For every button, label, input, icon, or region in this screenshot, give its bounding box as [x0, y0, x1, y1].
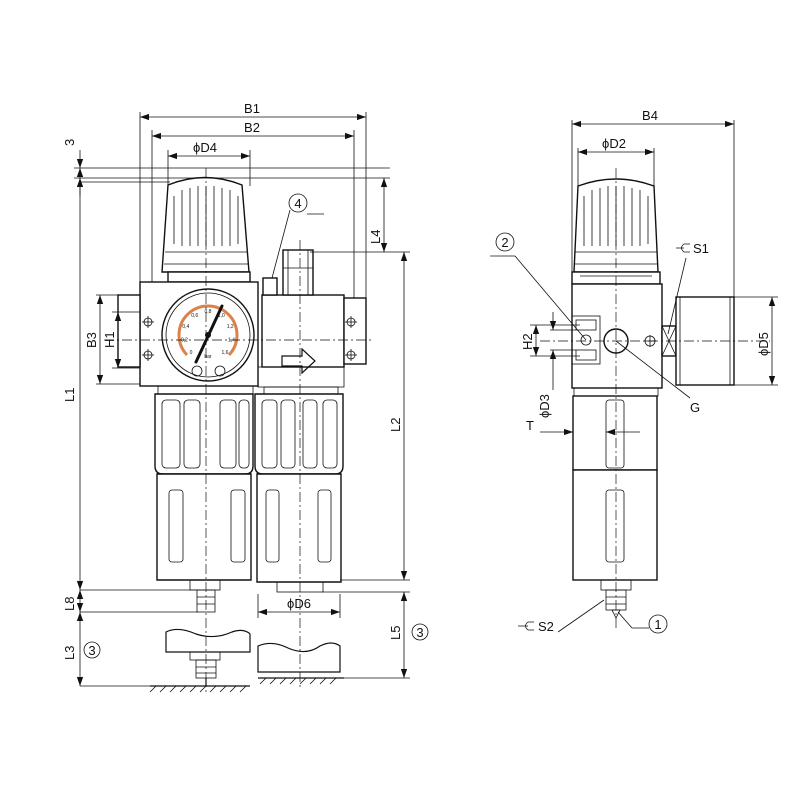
gauge-tick-label: 1,0: [218, 313, 225, 319]
side-body: [571, 283, 735, 397]
wrench-icon: [676, 243, 690, 253]
gauge-tick-label: 1,4: [228, 338, 235, 344]
dim-label-b2: B2: [244, 120, 260, 135]
wrench-icon: [518, 621, 534, 631]
gauge-tick-label: 0,8: [205, 309, 212, 315]
wrench-s1: S1: [667, 241, 709, 335]
dim-label-l3: L3: [62, 646, 77, 660]
gauge-tick-label: 0: [190, 350, 193, 356]
svg-text:4: 4: [294, 196, 301, 211]
dim-label-d2: ϕD2: [602, 136, 626, 151]
mounting-screw-right: [345, 316, 357, 361]
svg-text:S2: S2: [538, 619, 554, 634]
dim-label-d6: ϕD6: [287, 596, 311, 611]
lubricator-bowl: [254, 393, 344, 593]
gauge-tick-label: 0,4: [182, 324, 189, 330]
dim-label-l2: L2: [388, 418, 403, 432]
side-dimension-lines: [530, 120, 778, 436]
callout-1: 1: [617, 611, 668, 634]
dim-label-l4: L4: [368, 230, 383, 244]
dim-label-h1: H1: [102, 331, 117, 348]
side-bowl: [572, 395, 658, 619]
flow-arrow-icon: [281, 347, 316, 375]
svg-text:S1: S1: [693, 241, 709, 256]
svg-text:1: 1: [654, 617, 661, 632]
dim-label-l8: L8: [62, 597, 77, 611]
front-view: 00,2 0,40,6 0,8 1,01,2 1,4 1,6 bar: [62, 101, 429, 693]
gauge-tick-label: 0,6: [191, 313, 198, 319]
dimension-lines: [76, 113, 408, 686]
callout-4: 4: [271, 193, 324, 279]
dim-label-b4: B4: [642, 108, 658, 123]
svg-text:3: 3: [88, 643, 95, 658]
dim-label-t: T: [526, 418, 534, 433]
extension-lines: [74, 112, 410, 687]
callout-3-left: 3: [83, 641, 101, 659]
dim-label-d3: ϕD3: [537, 394, 552, 418]
dim-label-l5: L5: [388, 626, 403, 640]
wrench-s2: S2: [518, 599, 605, 634]
svg-text:G: G: [690, 400, 700, 415]
gauge-tick-labels: 00,2 0,40,6 0,8 1,01,2 1,4 1,6: [181, 309, 235, 356]
side-view: B4 ϕD2 ϕD5 H2 ϕD3 T G S1 S2 1: [490, 108, 778, 634]
dim-label-h2: H2: [520, 333, 535, 350]
gauge-tick-label: 1,2: [227, 324, 234, 330]
mounting-screw-left: [142, 316, 154, 361]
dim-label-l1: L1: [62, 388, 77, 402]
regulator-knob: [161, 176, 251, 283]
pressure-gauge: 00,2 0,40,6 0,8 1,01,2 1,4 1,6 bar: [161, 288, 255, 382]
svg-text:3: 3: [416, 625, 423, 640]
bowl-clearance-sketch: [149, 628, 344, 693]
callout-2: 2: [490, 232, 587, 341]
dim-label-b3: B3: [84, 332, 99, 348]
gauge-unit: bar: [204, 354, 212, 360]
gauge-tick-label: 0,2: [181, 338, 188, 344]
thread-g-leader: G: [615, 340, 700, 415]
dim-label-d5: ϕD5: [756, 332, 771, 356]
dim-label-b1: B1: [244, 101, 260, 116]
filter-bowl: [154, 393, 254, 613]
callout-3-right: 3: [411, 623, 429, 641]
lubricator-body: [257, 249, 367, 395]
svg-text:2: 2: [501, 235, 508, 250]
gauge-tick-label: 1,6: [222, 350, 229, 356]
dim-label-3: 3: [62, 139, 77, 146]
dim-label-d4: ϕD4: [193, 140, 217, 155]
